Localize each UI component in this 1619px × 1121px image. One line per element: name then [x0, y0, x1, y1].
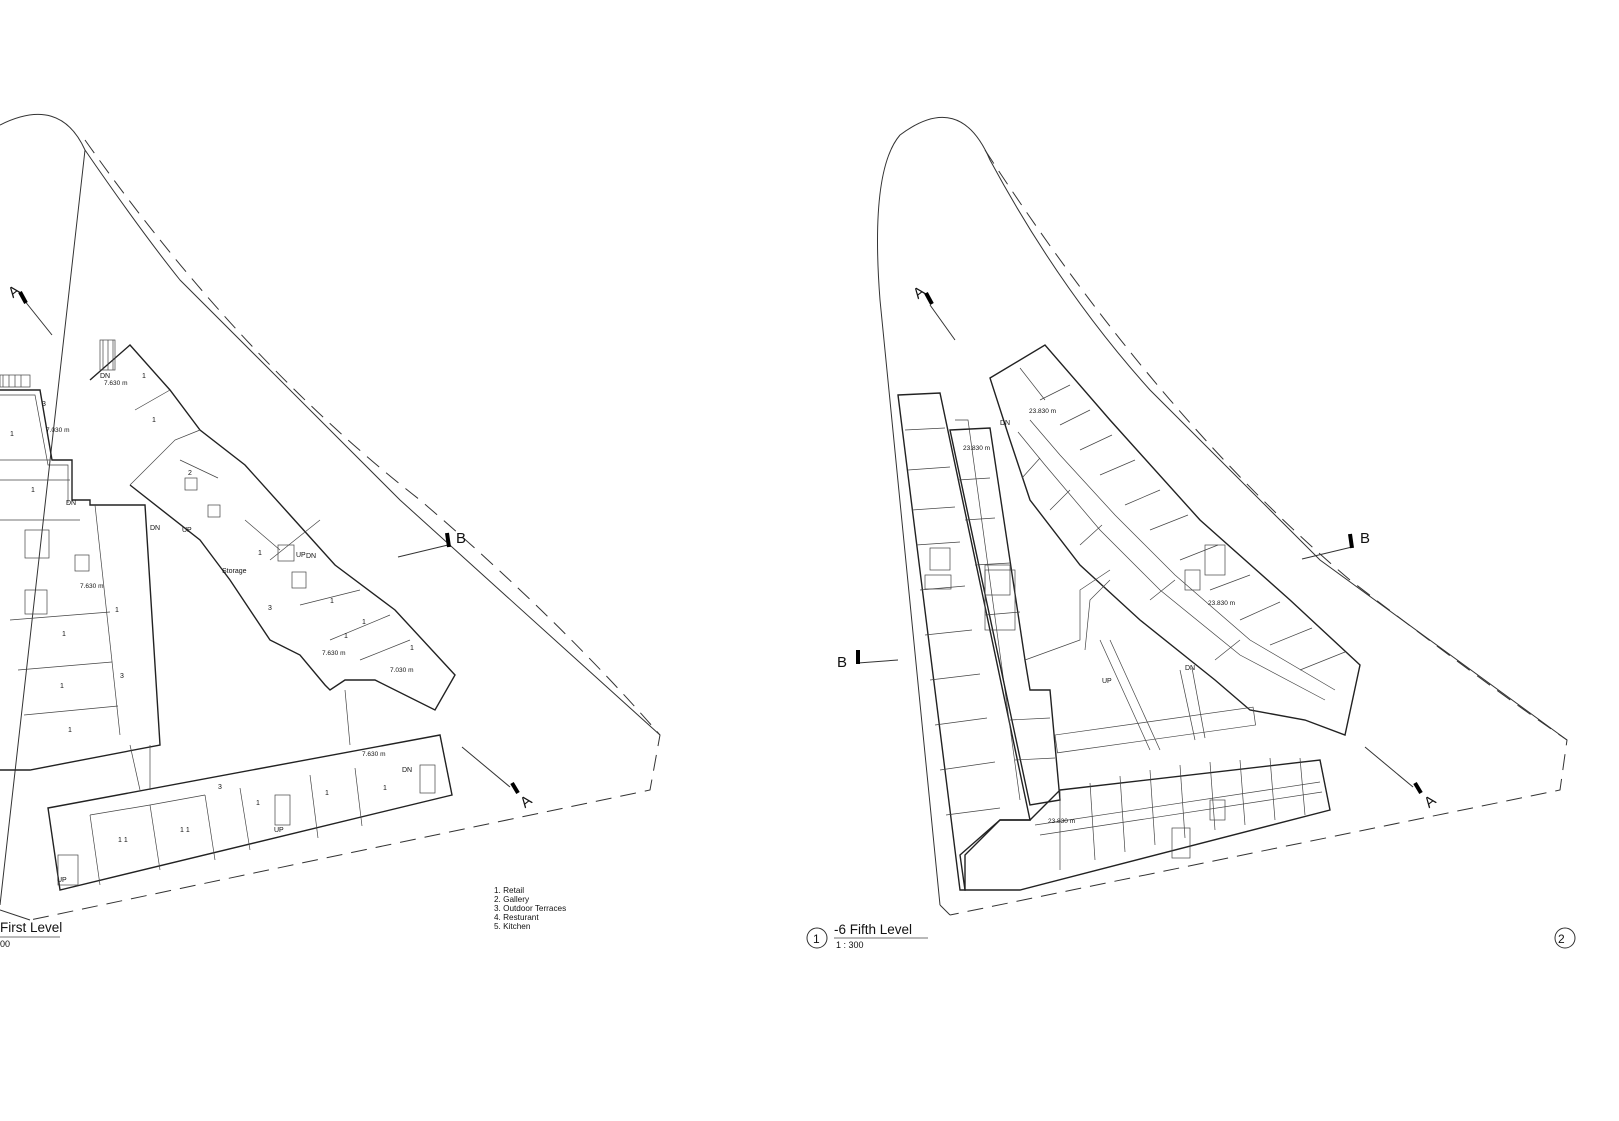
elevation-label: 23.830 m: [1208, 600, 1235, 607]
drawing-title: -6 Fifth Level: [834, 922, 912, 937]
up-label: UP: [182, 527, 192, 534]
room-label: 1: [115, 607, 119, 614]
section-mark-a: A: [1421, 792, 1439, 812]
elevation-label: 7.630 m: [362, 751, 386, 758]
section-mark-b: B: [456, 530, 466, 547]
first-level-elevations: 7.630 m 7.030 m 7.630 m 7.630 m 7.030 m …: [46, 380, 414, 758]
first-level-plan: 3 1 1 1 1 2 1 3 1 1 1 1 1 1 3 1 1 1 1 1 …: [0, 113, 661, 949]
room-label: 1: [258, 550, 262, 557]
elevation-label: 7.630 m: [80, 583, 104, 590]
section-mark-b: B: [837, 654, 847, 671]
dn-label: DN: [100, 373, 110, 380]
next-drawing-number: 2: [1558, 932, 1565, 946]
elevation-label: 7.630 m: [104, 380, 128, 387]
legend-item: 3. Outdoor Terraces: [494, 904, 566, 913]
dn-label: DN: [306, 553, 316, 560]
dn-label: DN: [66, 500, 76, 507]
room-label: 3: [120, 673, 124, 680]
site-boundary-dashed: [29, 139, 661, 921]
room-label: 3: [268, 605, 272, 612]
first-level-section-marks: A B A: [5, 282, 535, 812]
site-boundary-dashed: [949, 149, 1568, 916]
section-mark-b: B: [1360, 530, 1370, 547]
up-label: UP: [296, 552, 306, 559]
room-label: 1 1: [180, 827, 190, 834]
up-label: UP: [57, 877, 67, 884]
dn-label: DN: [402, 767, 412, 774]
west-wing: [0, 374, 161, 771]
drawing-scale: 1 : 300: [836, 940, 864, 950]
legend-item: 1. Retail: [494, 886, 524, 895]
dn-label: DN: [1185, 665, 1195, 672]
legend-item: 5. Kitchen: [494, 922, 531, 931]
first-level-room-labels: 3 1 1 1 1 2 1 3 1 1 1 1 1 1 3 1 1 1 1 1 …: [10, 373, 414, 884]
room-label: 1: [60, 683, 64, 690]
next-drawing-bubble: [1554, 927, 1576, 949]
west-room-block: [897, 392, 1031, 891]
room-label: 1: [62, 631, 66, 638]
drawing-number-bubble: [806, 927, 828, 949]
room-label: 1: [68, 727, 72, 734]
drawing-number: 1: [813, 932, 820, 946]
room-label: 3: [42, 401, 46, 408]
dn-label: DN: [150, 525, 160, 532]
drawing-scale: 00: [0, 939, 10, 949]
site-boundary-solid: [0, 113, 661, 906]
elevation-label: 23.830 m: [1048, 818, 1075, 825]
up-label: UP: [274, 827, 284, 834]
fifth-level-plan: 23.830 m 23.830 m 23.830 m 23.830 m DN D…: [806, 116, 1568, 950]
elevation-label: 7.630 m: [322, 650, 346, 657]
room-label: 1: [10, 431, 14, 438]
elevation-label: 7.030 m: [390, 667, 414, 674]
room-label: 3: [218, 784, 222, 791]
curved-room-wing: [989, 344, 1361, 736]
dn-label: DN: [1000, 420, 1010, 427]
fifth-level-annotations: 23.830 m 23.830 m 23.830 m 23.830 m DN D…: [963, 408, 1235, 825]
room-label: 1 1: [118, 837, 128, 844]
south-room-block: [964, 706, 1331, 891]
site-boundary-solid: [877, 116, 1568, 906]
up-label: UP: [1102, 678, 1112, 685]
east-wing: [89, 339, 456, 711]
room-label: 1: [330, 598, 334, 605]
room-label: 1: [31, 487, 35, 494]
room-label: 1: [142, 373, 146, 380]
courtyard-connector: [984, 569, 1206, 751]
south-wing: [47, 689, 453, 891]
section-mark-a: A: [910, 283, 928, 303]
elevation-label: 23.830 m: [1029, 408, 1056, 415]
legend: 1. Retail 2. Gallery 3. Outdoor Terraces…: [494, 886, 566, 931]
legend-item: 4. Resturant: [494, 913, 539, 922]
room-label: 1: [344, 633, 348, 640]
section-mark-a: A: [517, 792, 535, 812]
room-label: 1: [410, 645, 414, 652]
storage-label: Storage: [222, 568, 247, 575]
room-label: 2: [188, 470, 192, 477]
room-label: 1: [256, 800, 260, 807]
middle-room-block: [949, 427, 1061, 806]
room-label: 1: [362, 619, 366, 626]
room-label: 1: [325, 790, 329, 797]
elevation-label: 7.030 m: [46, 427, 70, 434]
room-label: 1: [152, 417, 156, 424]
legend-item: 2. Gallery: [494, 895, 530, 904]
elevation-label: 23.830 m: [963, 445, 990, 452]
room-label: 1: [383, 785, 387, 792]
drawing-title: First Level: [0, 920, 62, 935]
